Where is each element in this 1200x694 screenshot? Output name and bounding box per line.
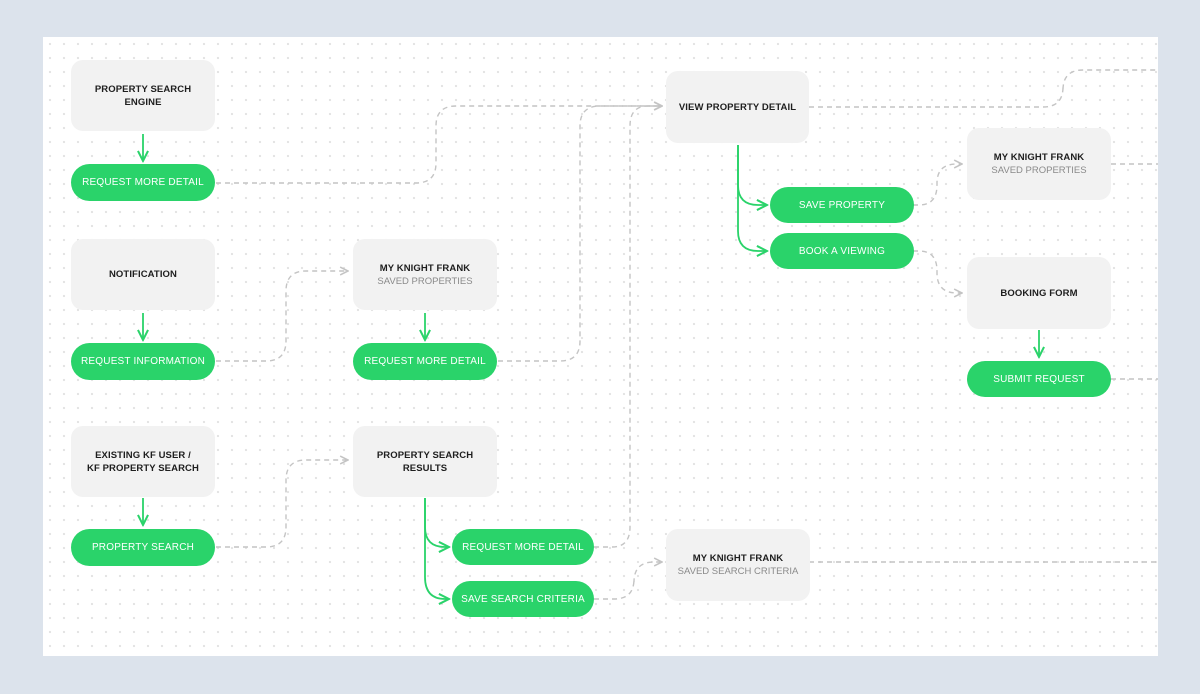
step-title: NOTIFICATION [108,269,178,280]
step-title-line1: EXISTING KF USER / [95,449,191,461]
step-subtitle: SAVED PROPERTIES [991,165,1087,176]
dashed-link-book-viewing [913,250,962,293]
step-title: MY KNIGHT FRANK [993,152,1085,163]
step-existing-kf-user: EXISTING KF USER / KF PROPERTY SEARCH [71,426,215,497]
dashed-link-request-detail-2 [498,106,662,362]
save-search-criteria-button[interactable]: SAVE SEARCH CRITERIA [452,581,594,617]
dashed-link-property-search [216,460,348,548]
step-title-line1: PROPERTY SEARCH [94,83,192,95]
step-title: MY KNIGHT FRANK [379,262,471,274]
request-more-detail-button[interactable]: REQUEST MORE DETAIL [71,164,215,201]
step-booking-form: BOOKING FORM [967,257,1111,329]
book-a-viewing-button[interactable]: BOOK A VIEWING [770,233,914,269]
green-branch-results-a [424,498,449,547]
dashed-link-view-detail-out [809,69,1158,108]
step-title-line2: RESULTS [402,462,448,474]
step-property-search-engine: PROPERTY SEARCH ENGINE [71,60,215,131]
request-information-button[interactable]: REQUEST INFORMATION [71,343,215,380]
dashed-link-save-search [594,562,662,600]
green-branch-detail-b [737,145,767,251]
step-title: BOOKING FORM [1000,287,1078,299]
save-property-button[interactable]: SAVE PROPERTY [770,187,914,223]
step-title-line2: KF PROPERTY SEARCH [87,462,199,474]
step-subtitle: SAVED PROPERTIES [377,275,473,287]
step-notification: NOTIFICATION [71,239,215,310]
dashed-link-request-info [216,271,348,362]
step-title: VIEW PROPERTY DETAIL [678,101,797,113]
green-branch-results-b [424,498,449,599]
step-saved-properties-right: MY KNIGHT FRANK SAVED PROPERTIES [967,128,1111,200]
dashed-link-request-detail-3 [594,106,662,548]
green-branch-detail-a [737,145,767,205]
step-saved-properties: MY KNIGHT FRANK SAVED PROPERTIES [353,239,497,310]
step-title-line2: ENGINE [124,96,162,108]
step-title-line1: PROPERTY SEARCH [376,449,474,461]
request-more-detail-button[interactable]: REQUEST MORE DETAIL [452,529,594,565]
request-more-detail-button[interactable]: REQUEST MORE DETAIL [353,343,497,380]
submit-request-button[interactable]: SUBMIT REQUEST [967,361,1111,397]
dashed-link-request-detail-1 [216,106,662,184]
step-saved-search-criteria: MY KNIGHT FRANK SAVED SEARCH CRITERIA [666,529,810,601]
dashed-link-save-property [913,164,962,206]
step-view-property-detail: VIEW PROPERTY DETAIL [666,71,809,143]
property-search-button[interactable]: PROPERTY SEARCH [71,529,215,566]
step-subtitle: SAVED SEARCH CRITERIA [677,566,799,577]
flow-canvas: PROPERTY SEARCH ENGINE REQUEST MORE DETA… [43,37,1158,656]
step-title: MY KNIGHT FRANK [692,553,784,564]
step-property-search-results: PROPERTY SEARCH RESULTS [353,426,497,497]
